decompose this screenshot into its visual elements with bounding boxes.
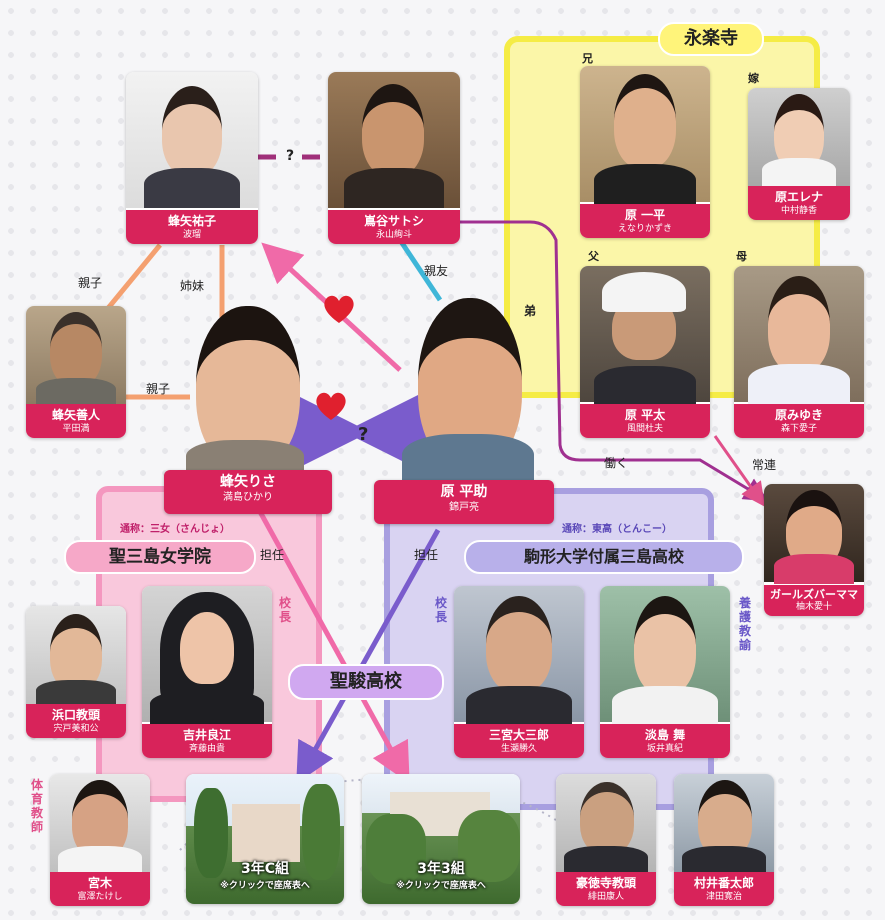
class-card-3c[interactable]: 3年C組 ※クリックで座席表へ bbox=[186, 774, 344, 904]
photo-awashima bbox=[600, 586, 730, 724]
photo-heisuke[interactable] bbox=[396, 292, 540, 488]
seisanto-nickname: 通称：三女（さんじょ） bbox=[120, 524, 230, 535]
class-card-33[interactable]: 3年3組 ※クリックで座席表へ bbox=[362, 774, 520, 904]
card-hamaguchi[interactable]: 浜口教頭宍戸美和公 bbox=[26, 606, 126, 738]
relation-joren: 常連 bbox=[752, 458, 777, 472]
photo-murai bbox=[674, 774, 774, 874]
label-kocho-left: 校長 bbox=[278, 596, 291, 624]
eirakuji-label: 永楽寺 bbox=[658, 22, 764, 56]
relation-hataraku: 働く bbox=[604, 456, 629, 470]
relation-ototo: 弟 bbox=[524, 304, 537, 318]
nameplate-sannomiya: 三宮大三郎生瀬勝久 bbox=[454, 724, 584, 758]
school-photo-33 bbox=[362, 774, 520, 904]
photo-girlsbar bbox=[764, 484, 864, 584]
nameplate-hamaguchi: 浜口教頭宍戸美和公 bbox=[26, 704, 126, 738]
photo-yoshii bbox=[142, 586, 272, 724]
photo-sannomiya bbox=[454, 586, 584, 724]
relation-tannin-right: 担任 bbox=[414, 548, 439, 562]
seisanto-label: 聖三島女学院 bbox=[64, 540, 256, 574]
komagata-label: 駒形大学付属三島高校 bbox=[464, 540, 744, 574]
arrow-miyuki-girlsbar bbox=[713, 435, 765, 507]
relation-oyako-left: 親子 bbox=[78, 276, 103, 290]
relation-shinyu: 親友 bbox=[424, 264, 449, 278]
card-murai[interactable]: 村井番太郎津田寛治 bbox=[674, 774, 774, 906]
nameplate-heisuke[interactable]: 原 平助錦戸亮 bbox=[374, 480, 554, 524]
card-satoshi[interactable]: 嶌谷サトシ永山絢斗 bbox=[328, 72, 460, 244]
nameplate-risa[interactable]: 蜂矢りさ満島ひかり bbox=[164, 470, 332, 514]
nameplate-satoshi: 嶌谷サトシ永山絢斗 bbox=[328, 210, 460, 244]
nameplate-yuko: 蜂矢祐子波瑠 bbox=[126, 210, 258, 244]
class-note-3c: ※クリックで座席表へ bbox=[220, 881, 310, 891]
line-satoshi-heisuke bbox=[397, 238, 443, 302]
card-miyuki[interactable]: 原みゆき森下愛子 bbox=[734, 266, 864, 438]
card-yoshito[interactable]: 蜂矢善人平田満 bbox=[26, 306, 126, 438]
photo-miyuki bbox=[734, 266, 864, 404]
nameplate-girlsbar: ガールズバーママ柚木愛十 bbox=[764, 585, 864, 616]
card-ippei[interactable]: 原 一平えなりかずき bbox=[580, 66, 710, 238]
card-miyaki[interactable]: 宮木富澤たけし bbox=[50, 774, 150, 906]
relation-oyako-bottom: 親子 bbox=[146, 382, 171, 396]
card-yoshii[interactable]: 吉井良江斉藤由貴 bbox=[142, 586, 272, 758]
relation-question-top: ? bbox=[286, 148, 295, 164]
photo-yoshito bbox=[26, 306, 126, 406]
nameplate-ippei: 原 一平えなりかずき bbox=[580, 204, 710, 238]
komagata-nickname: 通称：東高（とんこー） bbox=[562, 524, 672, 535]
nameplate-miyaki: 宮木富澤たけし bbox=[50, 872, 150, 906]
class-note-33: ※クリックで座席表へ bbox=[396, 881, 486, 891]
relation-haha: 母 bbox=[736, 250, 747, 263]
nameplate-heita: 原 平太風間杜夫 bbox=[580, 404, 710, 438]
card-awashima[interactable]: 淡島 舞坂井真紀 bbox=[600, 586, 730, 758]
nameplate-awashima: 淡島 舞坂井真紀 bbox=[600, 724, 730, 758]
card-girlsbar[interactable]: ガールズバーママ柚木愛十 bbox=[764, 484, 864, 616]
card-hotokuji[interactable]: 豪徳寺教頭緋田康人 bbox=[556, 774, 656, 906]
photo-miyaki bbox=[50, 774, 150, 874]
photo-heita bbox=[580, 266, 710, 404]
photo-hamaguchi bbox=[26, 606, 126, 706]
photo-ippei bbox=[580, 66, 710, 204]
label-yogo: 養護教諭 bbox=[738, 596, 751, 652]
class-name-3c: 3年C組 bbox=[240, 861, 289, 877]
line-yuko-yoshito bbox=[98, 243, 162, 320]
school-photo-3c bbox=[186, 774, 344, 904]
photo-satoshi bbox=[328, 72, 460, 208]
photo-risa[interactable] bbox=[180, 300, 310, 480]
relation-question-center: ? bbox=[358, 424, 369, 445]
relation-shimai: 姉妹 bbox=[180, 279, 205, 293]
card-heita[interactable]: 原 平太風間杜夫 bbox=[580, 266, 710, 438]
arrow-risa-c33 bbox=[255, 506, 410, 784]
photo-erena bbox=[748, 88, 850, 188]
label-taiiku: 体育教師 bbox=[30, 778, 43, 834]
class-name-33: 3年3組 bbox=[417, 861, 465, 877]
heart-icon bbox=[322, 292, 356, 326]
relation-tannin-left: 担任 bbox=[260, 548, 285, 562]
card-yuko[interactable]: 蜂矢祐子波瑠 bbox=[126, 72, 258, 244]
nameplate-yoshii: 吉井良江斉藤由貴 bbox=[142, 724, 272, 758]
nameplate-murai: 村井番太郎津田寛治 bbox=[674, 872, 774, 906]
relation-ani: 兄 bbox=[582, 52, 593, 65]
nameplate-hotokuji: 豪徳寺教頭緋田康人 bbox=[556, 872, 656, 906]
heart-icon bbox=[314, 389, 348, 423]
card-sannomiya[interactable]: 三宮大三郎生瀬勝久 bbox=[454, 586, 584, 758]
photo-yuko bbox=[126, 72, 258, 208]
nameplate-miyuki: 原みゆき森下愛子 bbox=[734, 404, 864, 438]
photo-hotokuji bbox=[556, 774, 656, 874]
relation-chichi: 父 bbox=[588, 250, 599, 263]
relation-yome: 嫁 bbox=[748, 72, 759, 85]
arrow-heisuke-c3 bbox=[296, 528, 441, 784]
card-erena[interactable]: 原エレナ中村静香 bbox=[748, 88, 850, 220]
label-kocho-right: 校長 bbox=[434, 596, 447, 624]
arrow-satoshi-girlsbar bbox=[460, 220, 769, 502]
nameplate-erena: 原エレナ中村静香 bbox=[748, 186, 850, 220]
seishun-label: 聖駿高校 bbox=[288, 664, 444, 700]
nameplate-yoshito: 蜂矢善人平田満 bbox=[26, 404, 126, 438]
